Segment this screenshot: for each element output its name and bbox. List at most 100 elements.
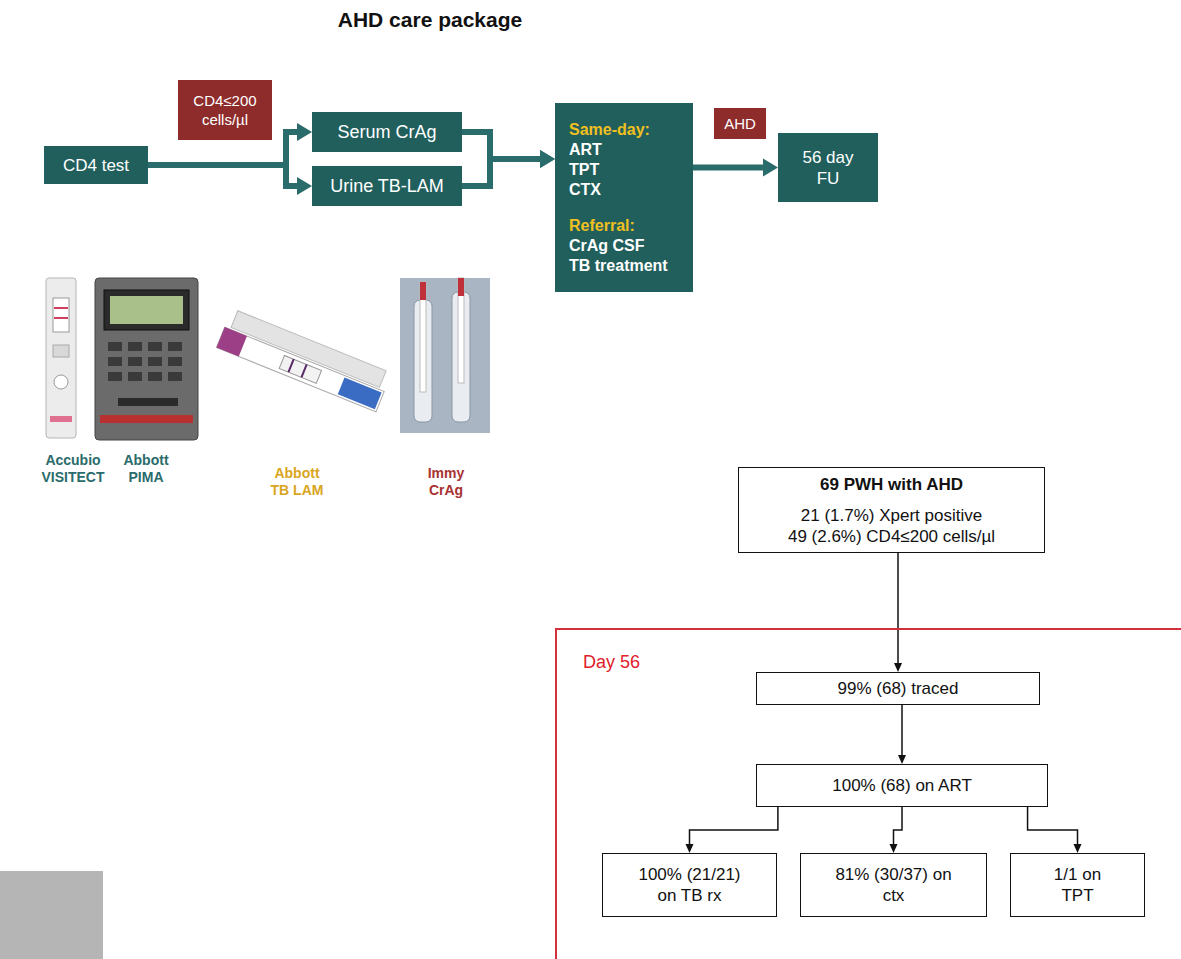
key: [128, 342, 142, 351]
region-heading: Day 56: [583, 652, 640, 673]
cassette-body: [46, 278, 76, 438]
key: [148, 357, 162, 366]
node-content: 99% (68) traced: [757, 673, 1039, 704]
box-text: 81% (30/37) on ctx: [835, 864, 953, 906]
box-text: 100% (21/21) on TB rx: [631, 864, 749, 906]
node-content: 56 day FU: [778, 133, 878, 202]
connector-line: [1028, 807, 1078, 847]
diagram-title: AHD care package: [280, 8, 580, 32]
strip: [216, 327, 384, 412]
box-text: CD4≤200 cells/µl: [188, 91, 262, 129]
node-content: 81% (30/37) on ctx: [801, 854, 986, 916]
key: [168, 357, 182, 366]
test-line: [54, 307, 68, 309]
outcome-box: 81% (30/37) on ctx: [800, 853, 987, 917]
screen-display: [110, 296, 183, 324]
flow-arrow: [1028, 807, 1082, 853]
key: [128, 372, 142, 381]
strip-window: [279, 355, 321, 383]
connector-line: [897, 553, 899, 666]
analyser-stripe: [100, 415, 193, 423]
box-text: 1/1 on TPT: [1046, 864, 1110, 906]
box-text: CTX: [569, 180, 601, 200]
analyser-screen: [104, 290, 189, 330]
strip-pad: [216, 327, 246, 356]
key: [128, 357, 142, 366]
node-content: Serum CrAg: [312, 112, 462, 152]
grey-square: [0, 871, 103, 959]
connector-line: [690, 807, 778, 847]
dipstick-tip: [458, 278, 464, 296]
arrowhead: [890, 844, 898, 853]
box-text: 56 day FU: [796, 147, 860, 189]
device-label: Immy CrAg: [421, 465, 471, 499]
strip-end: [338, 378, 382, 410]
flow-arrow: [462, 150, 555, 186]
section-heading: Same-day:: [569, 120, 650, 140]
arrowhead: [297, 177, 312, 195]
outcome-box: 100% (68) on ART: [756, 764, 1048, 807]
node-content: 100% (68) on ART: [757, 765, 1047, 806]
node-content: Same-day:ARTTPTCTXReferral:CrAg CSFTB tr…: [555, 103, 693, 292]
device-label: Abbott PIMA: [116, 452, 176, 486]
arrowhead: [894, 663, 902, 672]
dipstick-tip: [420, 282, 426, 300]
cassette-window: [53, 298, 69, 332]
key: [168, 342, 182, 351]
keypad: [108, 342, 182, 381]
pima-analyser: [95, 278, 198, 440]
box-text: 21 (1.7%) Xpert positive: [801, 505, 982, 526]
box-text: CD4 test: [63, 155, 129, 176]
arrowhead: [898, 755, 906, 764]
arrowhead: [763, 159, 778, 177]
box-text: AHD: [724, 114, 756, 133]
sample-well: [54, 375, 68, 389]
node-content: 69 PWH with AHD21 (1.7%) Xpert positive4…: [739, 468, 1044, 552]
key: [148, 372, 162, 381]
dipstick: [420, 282, 426, 392]
connector-line: [148, 165, 302, 186]
key: [108, 342, 122, 351]
node-content: Urine TB-LAM: [312, 166, 462, 206]
box-text: 100% (68) on ART: [832, 775, 972, 796]
key: [148, 342, 162, 351]
visitect-cassette: [46, 278, 76, 438]
node-content: CD4≤200 cells/µl: [178, 80, 272, 140]
outcome-box: 1/1 on TPT: [1010, 853, 1145, 917]
process-box: CD4 test: [44, 146, 148, 184]
flow-arrow: [686, 807, 778, 853]
box-text: CrAg CSF: [569, 236, 645, 256]
node-content: 1/1 on TPT: [1011, 854, 1144, 916]
key: [108, 357, 122, 366]
cassette-mark: [50, 416, 72, 422]
device-label: Abbott TB LAM: [264, 465, 330, 499]
box-text: Serum CrAg: [337, 121, 436, 144]
node-content: AHD: [714, 108, 766, 139]
section-heading: Referral:: [569, 216, 635, 236]
condition-box: CD4≤200 cells/µl: [178, 80, 272, 140]
cartridge-slot: [118, 398, 178, 406]
box-text: 49 (2.6%) CD4≤200 cells/µl: [788, 526, 995, 547]
care-box: Same-day:ARTTPTCTXReferral:CrAg CSFTB tr…: [555, 103, 693, 292]
strip-line: [288, 359, 293, 372]
key: [168, 372, 182, 381]
flow-arrow: [462, 132, 555, 168]
connector-line: [901, 705, 903, 758]
arrowhead: [540, 150, 555, 168]
followup-box: 56 day FU: [778, 133, 878, 202]
box-text: ART: [569, 140, 602, 160]
box-text: TPT: [569, 160, 599, 180]
flow-arrow: [693, 159, 778, 177]
box-text: 99% (68) traced: [838, 678, 959, 699]
connector-line: [462, 132, 545, 159]
key: [108, 372, 122, 381]
flow-arrow: [148, 165, 312, 195]
strip-line: [301, 364, 306, 377]
cassette-label: [53, 345, 69, 357]
flow-arrow: [898, 705, 906, 764]
arrowhead: [1074, 844, 1082, 853]
device-label: Accubio VISITECT: [38, 452, 108, 486]
photo-ground: [400, 278, 490, 433]
node-content: CD4 test: [44, 146, 148, 184]
